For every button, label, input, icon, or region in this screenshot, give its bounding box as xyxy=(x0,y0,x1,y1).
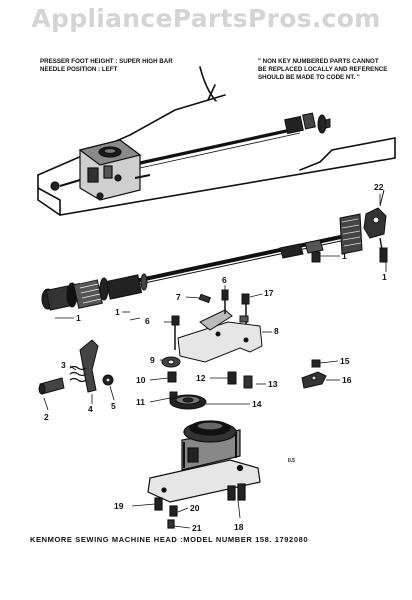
part-label-13: 13 xyxy=(268,379,278,389)
spring-lever-assembly xyxy=(38,339,114,395)
part-label-15: 15 xyxy=(340,356,350,366)
part-label-19: 19 xyxy=(114,501,124,511)
presser-foot-height-text: PRESSER FOOT HEIGHT : SUPER HIGH BAR xyxy=(40,58,173,65)
part-label-17: 17 xyxy=(264,288,274,298)
note-line-2: BE REPLACED LOCALLY AND REFERENCE xyxy=(258,66,388,73)
part-label-14: 14 xyxy=(252,399,262,409)
part-label-1c: 1 xyxy=(115,307,120,317)
part-label-5: 5 xyxy=(111,401,116,411)
part-label-6a: 6 xyxy=(222,275,227,285)
bracket-assembly xyxy=(171,289,263,363)
part-label-9: 9 xyxy=(150,355,155,365)
latch-assembly xyxy=(301,359,327,389)
needle-position-text: NEEDLE POSITION : LEFT xyxy=(40,66,118,73)
part-label-22: 22 xyxy=(374,182,384,192)
part-label-18: 18 xyxy=(234,522,244,532)
part-label-10: 10 xyxy=(136,375,146,385)
presser-mechanism-block xyxy=(50,139,151,201)
model-footer: KENMORE SEWING MACHINE HEAD :MODEL NUMBE… xyxy=(30,535,309,544)
part-label-3: 3 xyxy=(61,360,66,370)
part-number-labels: 1 1 1 1 2 3 4 5 6 6 7 8 9 10 11 12 13 14… xyxy=(44,182,387,533)
part-label-1a: 1 xyxy=(342,251,347,261)
part-label-1d: 1 xyxy=(382,272,387,282)
note-line-3: SHOULD BE MADE TO CODE NT. " xyxy=(258,74,360,81)
part-label-16: 16 xyxy=(342,375,352,385)
shaft-set-screw xyxy=(311,251,321,263)
leader-lines xyxy=(43,194,387,529)
presser-foot-note: PRESSER FOOT HEIGHT : SUPER HIGH BAR NEE… xyxy=(40,58,240,74)
figure-code: II.5 xyxy=(288,458,295,464)
watermark: AppliancePartsPros.com xyxy=(31,4,381,33)
part-label-11: 11 xyxy=(136,397,145,407)
note-line-1: " NON KEY NUMBERED PARTS CANNOT xyxy=(258,58,379,65)
part-label-1b: 1 xyxy=(76,313,81,323)
left-gear-assembly xyxy=(41,273,148,311)
part-label-6b: 6 xyxy=(145,316,150,326)
part-label-21: 21 xyxy=(192,523,202,533)
upper-shaft-assembly xyxy=(139,112,331,169)
part-label-8: 8 xyxy=(274,326,279,336)
part-label-12: 12 xyxy=(196,373,206,383)
throat-plate-assembly xyxy=(147,420,261,529)
part-label-4: 4 xyxy=(88,404,93,414)
bobbin-hook xyxy=(169,394,207,410)
part-label-7: 7 xyxy=(176,292,181,302)
lower-screws-assembly xyxy=(161,356,253,402)
right-gear-assembly xyxy=(339,189,388,263)
part-label-20: 20 xyxy=(190,503,200,513)
non-key-parts-note: " NON KEY NUMBERED PARTS CANNOT BE REPLA… xyxy=(258,58,412,82)
part-label-2: 2 xyxy=(44,412,49,422)
